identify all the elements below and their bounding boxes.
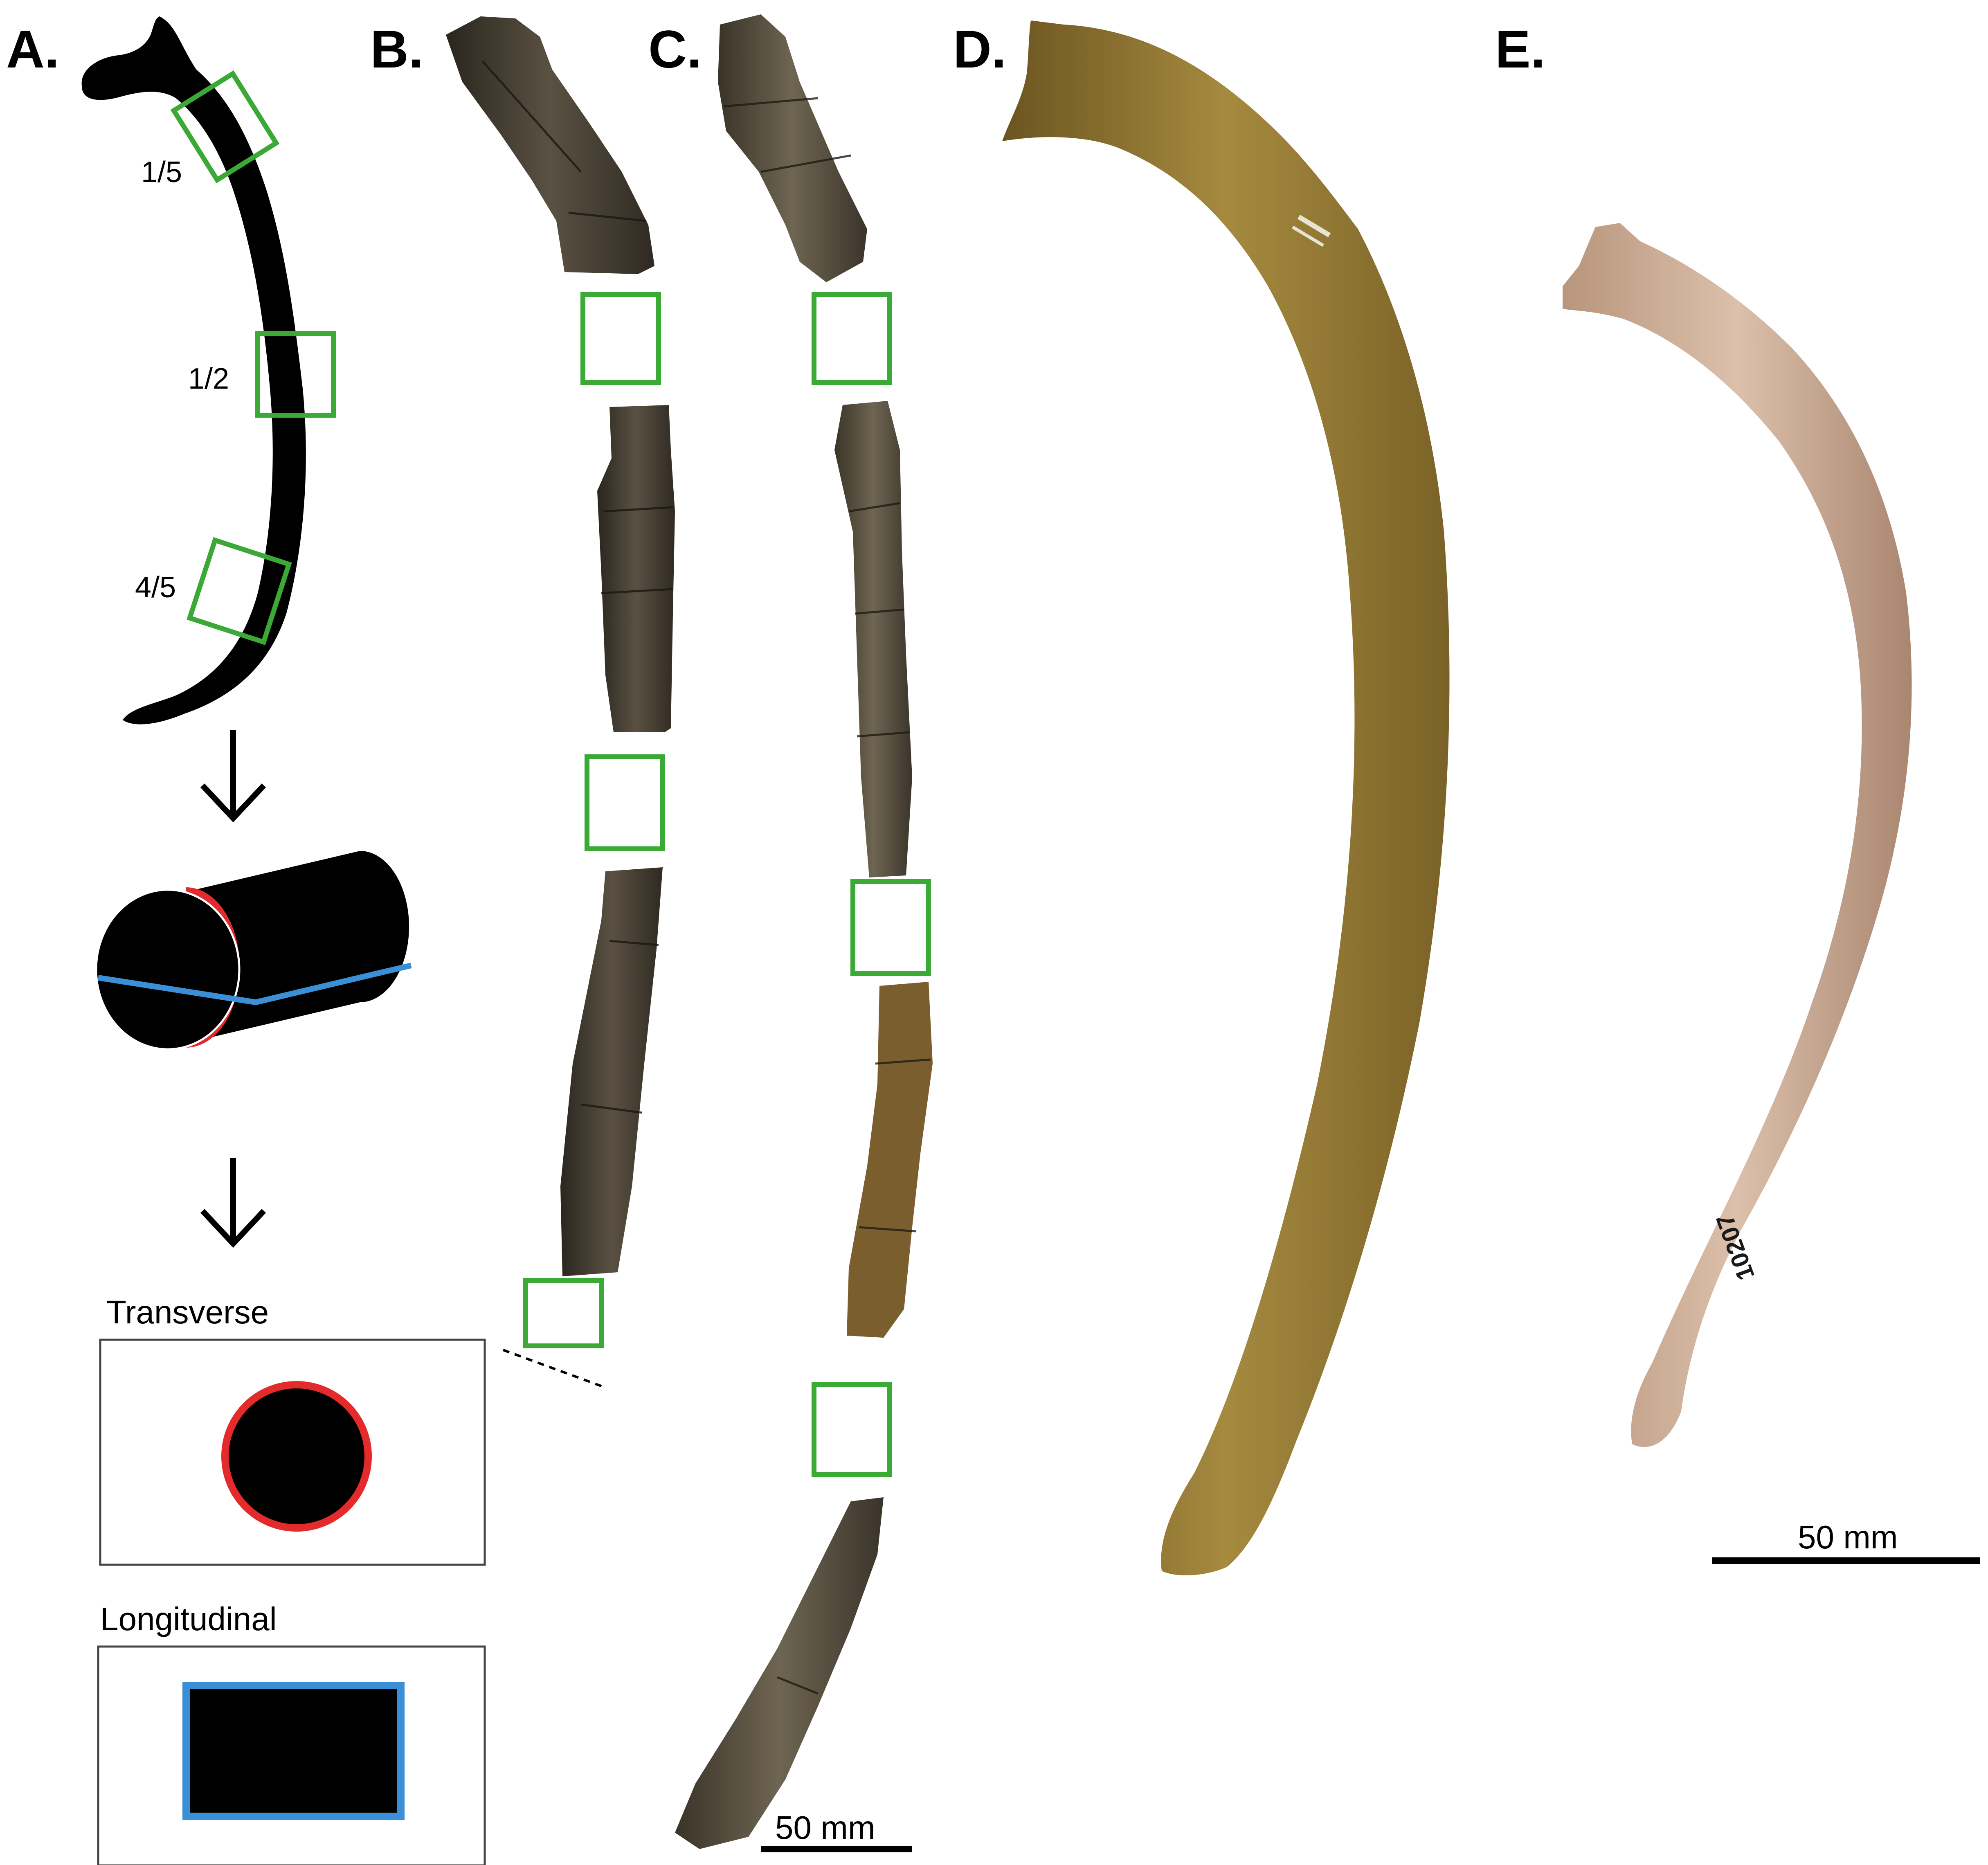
sampling-label-four-fifths: 4/5 <box>135 571 176 604</box>
sampling-box-one-fifth <box>170 70 280 184</box>
scale-bar-modern: 50 mm <box>1712 1519 1980 1564</box>
scale-bar-label: 50 mm <box>1798 1519 1898 1555</box>
fossil-rib-b <box>446 16 675 1276</box>
sampling-box <box>812 292 892 385</box>
bone-cylinder-diagram <box>95 851 412 1051</box>
sampling-box <box>812 1382 892 1477</box>
sampling-label-one-half: 1/2 <box>188 362 229 395</box>
panel-label-e: E. <box>1495 19 1545 79</box>
callout-dashed-line <box>502 1349 604 1388</box>
panel-label-b: B. <box>370 19 423 79</box>
rib-e: 10207 <box>1563 223 1912 1447</box>
sampling-box-four-fifths <box>187 537 292 646</box>
panel-label-c: C. <box>648 19 702 79</box>
rib-silhouette <box>81 16 306 724</box>
panel-label-a: A. <box>6 19 59 79</box>
panel-label-d: D. <box>953 19 1006 79</box>
longitudinal-title: Longitudinal <box>100 1601 277 1637</box>
sampling-box <box>850 879 931 976</box>
down-arrow-icon <box>200 1158 266 1248</box>
sampling-label-one-fifth: 1/5 <box>141 156 182 189</box>
scale-bar-label: 50 mm <box>775 1809 875 1846</box>
sampling-box <box>580 292 661 385</box>
sampling-box <box>523 1278 604 1348</box>
scale-bar-fossil: 50 mm <box>761 1809 912 1852</box>
fossil-rib-c <box>675 14 933 1849</box>
rib-d <box>1002 20 1450 1575</box>
transverse-section-panel <box>99 1339 486 1566</box>
down-arrow-icon <box>200 730 266 823</box>
longitudinal-section-panel <box>97 1645 486 1865</box>
sampling-box-one-half <box>255 331 336 418</box>
sampling-box <box>585 754 665 851</box>
transverse-title: Transverse <box>106 1294 269 1330</box>
